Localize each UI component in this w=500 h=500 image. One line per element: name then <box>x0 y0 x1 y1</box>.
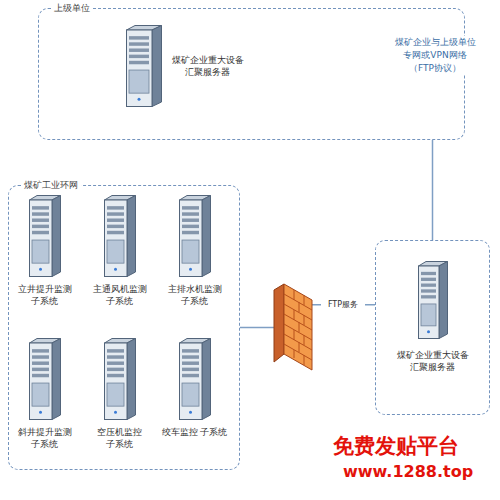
server-icon <box>29 195 61 277</box>
group-title: 上级单位 <box>51 2 93 14</box>
server-icon <box>104 195 136 277</box>
server-node: 煤矿企业重大设备 汇聚服务器 <box>126 22 256 110</box>
server-node: 立井提升监测 子系统 <box>10 195 80 320</box>
link-label: 煤矿企业与上级单位 专网或VPN网络 （FTP协议） <box>390 36 480 75</box>
server-icon <box>29 338 61 420</box>
server-label: 主通风机监测 子系统 <box>85 283 155 307</box>
network-zone: 煤矿工业环网立井提升监测 子系统主通风机监测 子系统主排水机监测 子系统斜井提升… <box>8 185 240 470</box>
server-zone: 煤矿企业重大设备 汇聚服务器 <box>375 240 490 415</box>
watermark: 免费发贴平台 <box>333 432 459 460</box>
server-icon <box>104 338 136 420</box>
network-link <box>432 140 434 240</box>
server-icon <box>179 195 211 277</box>
server-label: 煤矿企业重大设备 汇聚服务器 <box>168 54 248 78</box>
server-label: 主排水机监测 子系统 <box>160 283 230 307</box>
server-node: 空压机监控 子系统 <box>85 338 155 463</box>
watermark: www.1288.top <box>343 462 473 481</box>
server-icon <box>179 338 211 420</box>
server-label: 立井提升监测 子系统 <box>10 283 80 307</box>
server-label: 空压机监控 子系统 <box>85 426 155 450</box>
server-node: 绞车监控 子系统 <box>160 338 230 463</box>
server-node: 主通风机监测 子系统 <box>85 195 155 320</box>
network-zone: 上级单位煤矿企业重大设备 汇聚服务器 <box>38 8 465 140</box>
firewall-symbol <box>270 282 315 377</box>
group-title: 煤矿工业环网 <box>21 179 81 191</box>
server-label: 煤矿企业重大设备 汇聚服务器 <box>393 349 473 373</box>
server-icon <box>126 25 162 107</box>
server-label: 斜井提升监测 子系统 <box>10 426 80 450</box>
server-node: 斜井提升监测 子系统 <box>10 338 80 463</box>
server-label: 绞车监控 子系统 <box>160 426 230 438</box>
server-icon <box>418 261 448 339</box>
server-node: 主排水机监测 子系统 <box>160 195 230 320</box>
